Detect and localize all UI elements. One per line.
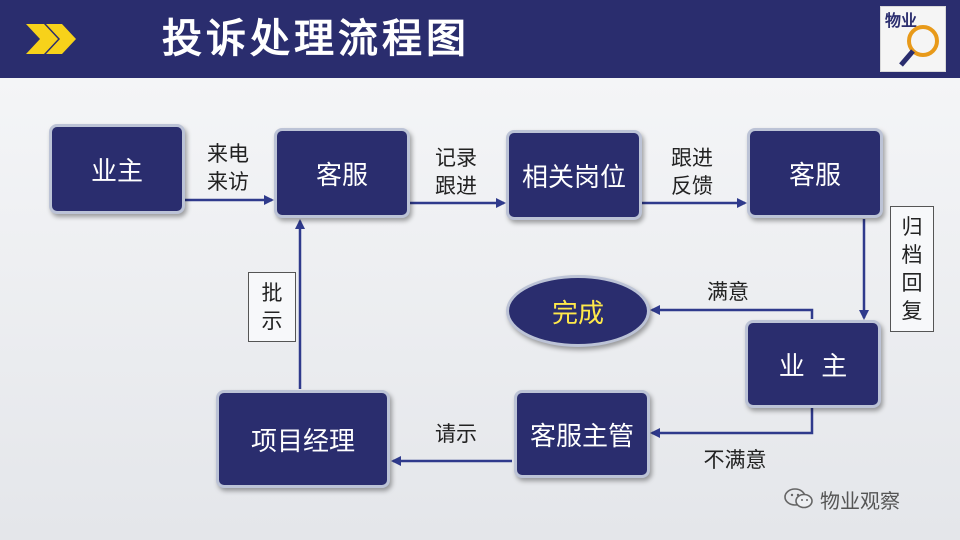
edge-label-request-instruction: 请示 [435, 422, 477, 446]
edge-label-revisit-2: 复 [901, 299, 923, 323]
edge-label-approve-2: 示 [261, 309, 283, 333]
node-owner-2-label: 业 主 [778, 351, 848, 382]
page-title: 投诉处理流程图 [162, 16, 470, 62]
node-customer-service-1-label: 客服 [315, 160, 368, 191]
edge-label-followup: 跟进 [435, 174, 477, 198]
node-complete-label: 完成 [551, 298, 604, 329]
node-project-manager: 项目经理 [216, 390, 390, 488]
edge-label-followup-feedback: 跟进 反馈 [660, 144, 724, 200]
arrow-owner2-to-complete [650, 305, 814, 319]
chevron-right-icon [26, 24, 76, 54]
edge-label-satisfied: 满意 [707, 280, 749, 304]
node-owner-start: 业主 [49, 124, 185, 214]
edge-label-archive-2: 档 [901, 243, 923, 267]
magnifier-icon [899, 25, 939, 67]
edge-label-call: 来电 [207, 142, 249, 166]
edge-label-followup-2: 跟进 [671, 146, 713, 170]
edge-label-record-followup: 记录 跟进 [424, 144, 488, 200]
header-bar: 投诉处理流程图 物业 [0, 0, 960, 78]
node-customer-service-2: 客服 [747, 128, 883, 218]
edge-label-unsatisfied: 不满意 [703, 448, 767, 472]
node-complete: 完成 [506, 275, 650, 347]
logo: 物业 [880, 6, 946, 72]
node-project-manager-label: 项目经理 [250, 426, 355, 457]
edge-label-visit: 来访 [207, 170, 249, 194]
node-customer-service-1: 客服 [274, 128, 410, 218]
watermark-text: 物业观察 [820, 488, 900, 513]
node-cs-supervisor: 客服主管 [514, 390, 650, 478]
edge-label-archive-revisit: 归 档 回 复 [890, 206, 934, 332]
wechat-icon [784, 488, 813, 509]
edge-label-approve-1: 批 [261, 281, 283, 305]
arrow-owner2-to-supervisor [650, 408, 814, 438]
watermark: 物业观察 [784, 484, 900, 514]
edge-label-revisit-1: 回 [901, 271, 923, 295]
edge-label-feedback: 反馈 [671, 174, 713, 198]
node-related-post: 相关岗位 [506, 130, 642, 220]
edge-label-archive-1: 归 [901, 215, 923, 239]
edge-label-approve: 批 示 [248, 272, 296, 342]
node-related-post-label: 相关岗位 [521, 162, 626, 193]
edge-label-call-visit: 来电 来访 [196, 140, 260, 196]
node-owner-2: 业 主 [745, 320, 881, 408]
node-cs-supervisor-label: 客服主管 [529, 421, 634, 452]
node-owner-start-label: 业主 [90, 156, 143, 187]
node-customer-service-2-label: 客服 [788, 160, 841, 191]
edge-label-record: 记录 [435, 146, 477, 170]
logo-text: 物业 [885, 11, 918, 30]
